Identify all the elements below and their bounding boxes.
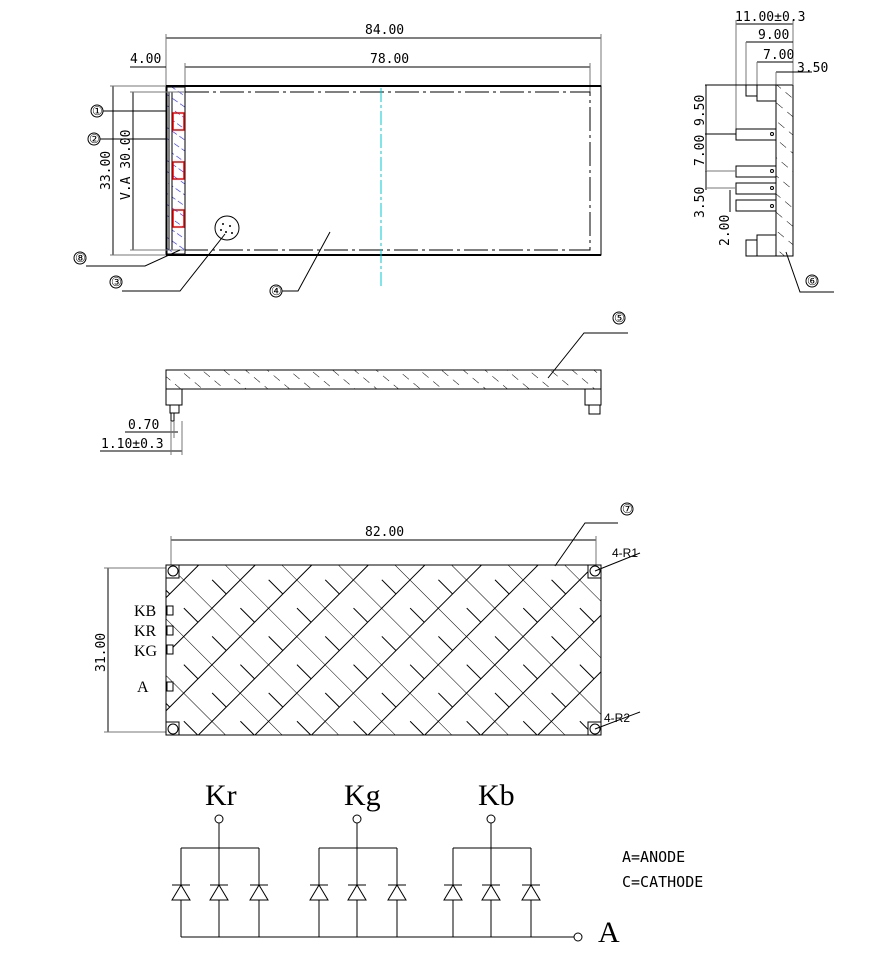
bottom-view: 82.00 31.00 4-R1 4-R2 ⑦ KB KR KG A (94, 502, 641, 736)
callout-6: ⑥ (807, 274, 818, 288)
side-body (775, 84, 794, 257)
cathode-terminal (352, 814, 362, 824)
callout-3: ③ (111, 275, 122, 289)
dim-va-30: V.A 30.00 (119, 130, 134, 200)
dim-v-2: 2.00 (718, 215, 733, 246)
anode-label: A (598, 916, 620, 949)
cathode-kb-label: Kb (478, 779, 515, 812)
bottom-body (165, 564, 602, 736)
callout-1: ① (92, 104, 103, 118)
led-chip (172, 161, 185, 180)
anode-terminal (573, 932, 583, 942)
diode-icon (347, 884, 367, 901)
dim-31: 31.00 (94, 633, 109, 672)
diode-icon (171, 884, 191, 901)
dim-v-3-5: 3.50 (693, 187, 708, 218)
dim-33: 33.00 (99, 151, 114, 190)
callout-2: ② (89, 132, 100, 146)
diode-icon (309, 884, 329, 901)
callout-5: ⑤ (614, 311, 625, 325)
legend-cathode: C=CATHODE (622, 873, 703, 891)
view-area-outline (184, 91, 591, 251)
dim-84: 84.00 (365, 23, 404, 38)
diffuser-dot (214, 215, 240, 241)
front-body (165, 369, 602, 390)
dim-4: 4.00 (130, 52, 161, 67)
cathode-kg-label: Kg (344, 779, 381, 812)
led-schematic: Kr Kg Kb A A=ANODE C=CATHODE (171, 779, 703, 949)
radius-r1: 4-R1 (612, 546, 638, 560)
dim-11: 11.00±0.3 (735, 10, 805, 25)
diode-icon (249, 884, 269, 901)
callout-7: ⑦ (622, 502, 633, 516)
diode-icon (521, 884, 541, 901)
side-view: 11.00±0.3 9.00 7.00 3.50 9.50 7.00 3.50 … (693, 10, 834, 293)
cathode-terminal (486, 814, 496, 824)
dim-7: 7.00 (763, 48, 794, 63)
dim-9: 9.00 (758, 28, 789, 43)
pin-a: A (137, 679, 149, 696)
radius-r2: 4-R2 (604, 711, 630, 725)
callout-8: ⑧ (75, 251, 86, 265)
front-view: 0.70 1.10±0.3 ⑤ (100, 311, 628, 455)
dim-3-5: 3.50 (797, 61, 828, 76)
pin-kg: KG (134, 643, 158, 660)
pin-kb: KB (134, 603, 156, 620)
diode-icon (387, 884, 407, 901)
cathode-kr-label: Kr (205, 779, 237, 812)
dim-1-1: 1.10±0.3 (101, 437, 164, 452)
led-chip (172, 112, 185, 131)
led-chip (172, 209, 185, 228)
dim-82: 82.00 (365, 525, 404, 540)
dim-v-9-5: 9.50 (693, 95, 708, 126)
callout-4: ④ (271, 284, 282, 298)
pin-kr: KR (134, 623, 157, 640)
cathode-terminal (214, 814, 224, 824)
diode-icon (481, 884, 501, 901)
dim-0-7: 0.70 (128, 418, 159, 433)
dim-78: 78.00 (370, 52, 409, 67)
dim-v-7: 7.00 (693, 135, 708, 166)
diode-icon (209, 884, 229, 901)
top-view: 84.00 78.00 4.00 33.00 V.A 30.00 ① (73, 23, 602, 298)
legend-anode: A=ANODE (622, 848, 685, 866)
diode-icon (443, 884, 463, 901)
